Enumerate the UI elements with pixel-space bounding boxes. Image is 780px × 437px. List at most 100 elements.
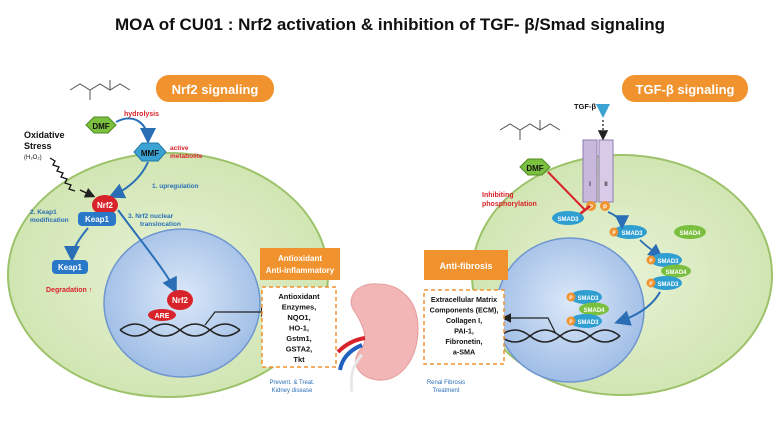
smad3-nuc-b-p <box>566 316 576 326</box>
inhibition-bar <box>579 205 591 215</box>
hydrolysis-label: hydrolysis <box>124 111 159 118</box>
nrf2-gene-line-1: Antioxidant <box>278 292 320 301</box>
nrf2-label: Nrf2 <box>97 201 114 210</box>
upregulation-arrow <box>108 161 149 199</box>
active-metabolite-line1: active <box>170 145 189 152</box>
smad3-cyto-2-label: SMAD3 <box>621 231 643 237</box>
inhibition-line <box>547 171 586 211</box>
smad4-complex <box>661 264 691 278</box>
antifibrosis-badge <box>424 250 508 280</box>
tgf-gene-line-5: Fibronetin, <box>445 337 482 346</box>
smad3-complex-b-p-label: P <box>649 282 653 288</box>
smad3-nuc-a-p-label: P <box>569 296 573 302</box>
smad3-nuc-b <box>570 314 602 328</box>
mmf-hexagon <box>133 142 167 162</box>
smad3-complex-a-p <box>646 255 656 265</box>
dmf-label-right: DMF <box>526 164 543 173</box>
antioxidant-line1: Antioxidant <box>278 254 322 263</box>
smad4-cyto <box>674 225 706 239</box>
tgf-gene-line-1: Extracellular Matrix <box>431 295 497 304</box>
translocation-line2: translocation <box>140 221 181 228</box>
nrf2-blob <box>92 195 118 215</box>
nrf2-nuclear-blob <box>167 290 193 310</box>
tgf-header: TGF-β signaling <box>636 82 735 97</box>
dna-strand-right-b <box>499 329 621 343</box>
receptor-i-label: I <box>589 182 591 188</box>
tgf-genes-box <box>423 289 505 365</box>
smad3-nuc-a-p <box>566 292 576 302</box>
inhibit-line2: phosphorylation <box>482 201 537 208</box>
smad3-cyto-1 <box>552 211 584 225</box>
outcome-right-line1: Renal Fibrosis <box>427 380 465 386</box>
tgf-gene-line-4: PAI-1, <box>454 327 474 336</box>
inhibit-line1: Inhibiting <box>482 192 514 199</box>
oxidative-arrow <box>79 188 96 198</box>
keap1-mod-line2: modification <box>30 217 69 224</box>
nrf2-gene-line-2: Enzymes, <box>282 303 317 312</box>
upregulation-label: 1. upregulation <box>152 183 199 190</box>
smad3-cyto-1-label: SMAD3 <box>557 217 579 223</box>
smad3-nuc-a <box>570 290 602 304</box>
dmf-hexagon-left <box>85 116 117 134</box>
tgf-gene-line-3: Collagen I, <box>446 316 482 325</box>
phospho-p2-label: P <box>603 205 607 211</box>
nrf2-gene-line-5: Gstm1, <box>286 334 311 343</box>
smad3-nuc-a-label: SMAD3 <box>577 296 599 302</box>
nrf2-genes-box <box>261 286 337 368</box>
diagram-title: MOA of CU01 : Nrf2 activation & inhibiti… <box>115 15 665 34</box>
antioxidant-badge <box>260 248 340 280</box>
smad4-nuc-label: SMAD4 <box>583 308 605 314</box>
phospho-p1-label: P <box>589 205 593 211</box>
translocation-line1: 3. Nrf2 nuclear <box>128 213 174 220</box>
dmf-label-left: DMF <box>92 122 109 131</box>
receptor-ii-label: II <box>604 182 608 188</box>
dmf-structure-right <box>499 120 561 140</box>
smad4-complex-label: SMAD4 <box>665 270 687 276</box>
keap1-label: Keap1 <box>85 215 110 224</box>
receptor-type2 <box>598 139 614 203</box>
nrf2-header: Nrf2 signaling <box>172 82 259 97</box>
smad3-nuc-b-label: SMAD3 <box>577 320 599 326</box>
smad3-complex-b <box>650 276 682 290</box>
outcome-right-line2: Treatment <box>432 388 459 394</box>
active-metabolite-line2: metabolite <box>170 153 203 160</box>
keap1-box <box>78 212 116 226</box>
nrf2-gene-line-4: HO-1, <box>289 324 309 333</box>
nuclear-entry-arrow <box>614 291 661 326</box>
are-label: ARE <box>155 313 170 320</box>
nrf2-gene-line-6: GSTA2, <box>286 345 313 354</box>
oxidative-line1: Oxidative <box>24 130 65 140</box>
smad3-complex-a-label: SMAD3 <box>657 259 679 265</box>
smad4-nuc <box>579 302 609 316</box>
oxidative-line3: (H₂O₂) <box>24 155 42 161</box>
right-nucleus <box>495 237 645 383</box>
smad3-cyto-2-p-label: P <box>612 231 616 237</box>
smad3-complex-a-p-label: P <box>649 259 653 265</box>
outcome-left-line1: Prevent. & Treat. <box>269 380 314 386</box>
dmf-structure-left <box>69 80 131 100</box>
tgf-ligand-label: TGF-β <box>574 102 596 111</box>
are-blob <box>148 309 176 321</box>
smad3-complex-a <box>650 253 682 267</box>
keap1-release-arrow <box>64 227 89 262</box>
nrf2-gene-line-7: Tkt <box>293 355 305 364</box>
dna-strand-left-b <box>119 323 241 337</box>
dmf-hexagon-right <box>519 158 551 176</box>
oxidative-zigzag <box>49 157 76 192</box>
nrf2-header-badge <box>156 75 274 102</box>
smad4-cyto-label: SMAD4 <box>679 231 701 237</box>
antifibrosis-label: Anti-fibrosis <box>440 261 493 271</box>
smad3-cyto-2-p <box>609 227 619 237</box>
nrf2-gene-line-3: NQO1, <box>287 313 310 322</box>
receptor-type1 <box>582 139 598 203</box>
antioxidant-line2: Anti-inflammatory <box>266 266 335 275</box>
keap1-free-label: Keap1 <box>58 263 83 272</box>
gene-output-arrow-right <box>501 313 556 333</box>
oxidative-line2: Stress <box>24 141 52 151</box>
tgf-gene-line-2: Components (ECM), <box>430 306 499 315</box>
smad3-complex-b-p <box>646 278 656 288</box>
tgf-ligand-shape <box>596 104 610 118</box>
